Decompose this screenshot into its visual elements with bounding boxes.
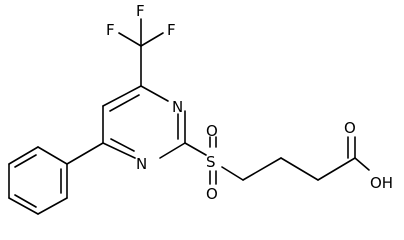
phenyl-ring — [8, 146, 68, 215]
structure-svg: F F F N N S O O O OH — [8, 2, 393, 215]
atom-label-oxygen: O — [206, 122, 218, 140]
bond — [8, 197, 39, 215]
bond — [118, 32, 142, 47]
bond — [37, 197, 68, 215]
bond — [242, 157, 282, 181]
butanoic-acid-chain — [221, 136, 370, 181]
bond — [37, 146, 68, 165]
double-bond-inner — [14, 194, 37, 208]
bond — [102, 142, 136, 159]
atom-label-nitrogen: N — [172, 98, 183, 116]
bond — [159, 142, 186, 159]
atom-label-fluorine: F — [167, 21, 176, 39]
bond — [102, 85, 142, 107]
bond — [184, 142, 207, 156]
atom-label-nitrogen: N — [136, 155, 147, 173]
molecule-diagram: F F F N N S O O O OH — [8, 2, 393, 215]
atom-label-fluorine: F — [136, 2, 145, 20]
atom-label-hydroxyl: OH — [370, 174, 393, 192]
bond — [140, 85, 169, 102]
atom-label-fluorine: F — [106, 21, 115, 39]
bond — [221, 166, 244, 181]
atom-label-oxygen: O — [344, 119, 356, 137]
sulfonyl-group — [184, 136, 217, 185]
bond — [280, 157, 319, 181]
bond — [317, 157, 356, 181]
bond — [66, 142, 104, 165]
double-bond-inner — [109, 94, 140, 112]
trifluoromethyl-group — [118, 18, 164, 87]
bond — [354, 157, 370, 171]
pyrimidine-ring — [102, 85, 186, 159]
double-bond-inner — [14, 154, 37, 168]
bond — [8, 146, 39, 165]
double-bond-inner — [110, 138, 135, 152]
bond — [140, 32, 164, 47]
atom-label-sulfur: S — [206, 153, 216, 171]
atom-label-oxygen: O — [206, 185, 218, 203]
